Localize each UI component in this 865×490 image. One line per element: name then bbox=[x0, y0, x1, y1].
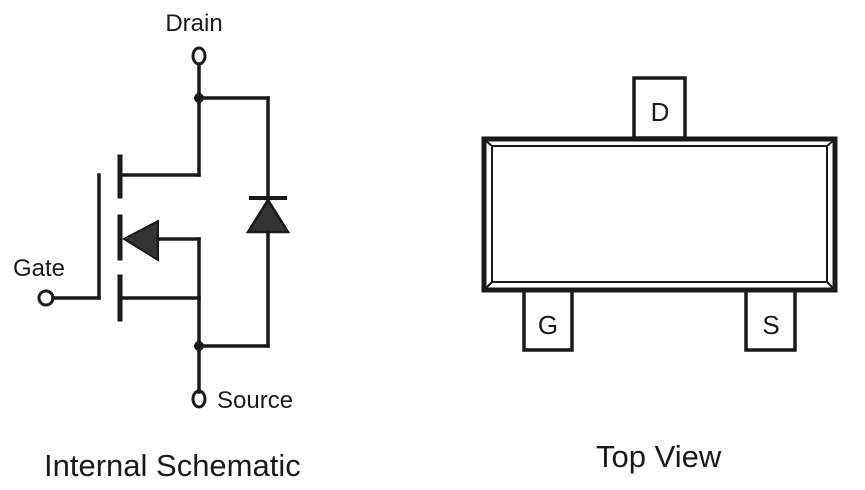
bevel-corner-tr bbox=[826, 140, 834, 147]
bevel-corner-bl bbox=[485, 281, 493, 289]
package-body bbox=[481, 136, 838, 293]
drain-terminal-icon bbox=[191, 46, 207, 66]
pin-gate bbox=[522, 288, 574, 352]
pin-drain bbox=[632, 76, 687, 140]
bevel-corner-br bbox=[826, 281, 834, 289]
body-arrow-icon bbox=[121, 219, 159, 262]
pin-source bbox=[744, 288, 797, 352]
pin-drain-label: D bbox=[651, 97, 670, 127]
gate-label: Gate bbox=[13, 255, 65, 282]
internal-schematic bbox=[37, 46, 291, 409]
package-top-view bbox=[481, 76, 838, 352]
source-label: Source bbox=[217, 387, 293, 414]
gate-terminal-icon bbox=[37, 289, 55, 307]
source-terminal-icon bbox=[191, 389, 207, 409]
diode-anode-triangle-icon bbox=[245, 197, 291, 234]
top-view-caption: Top View bbox=[596, 439, 722, 474]
schematic-caption: Internal Schematic bbox=[44, 448, 301, 483]
pin-gate-label: G bbox=[538, 310, 558, 340]
bevel-corner-tl bbox=[485, 140, 493, 147]
drain-label: Drain bbox=[165, 10, 222, 37]
pin-source-label: S bbox=[762, 310, 779, 340]
package-inner-bevel bbox=[491, 145, 828, 283]
